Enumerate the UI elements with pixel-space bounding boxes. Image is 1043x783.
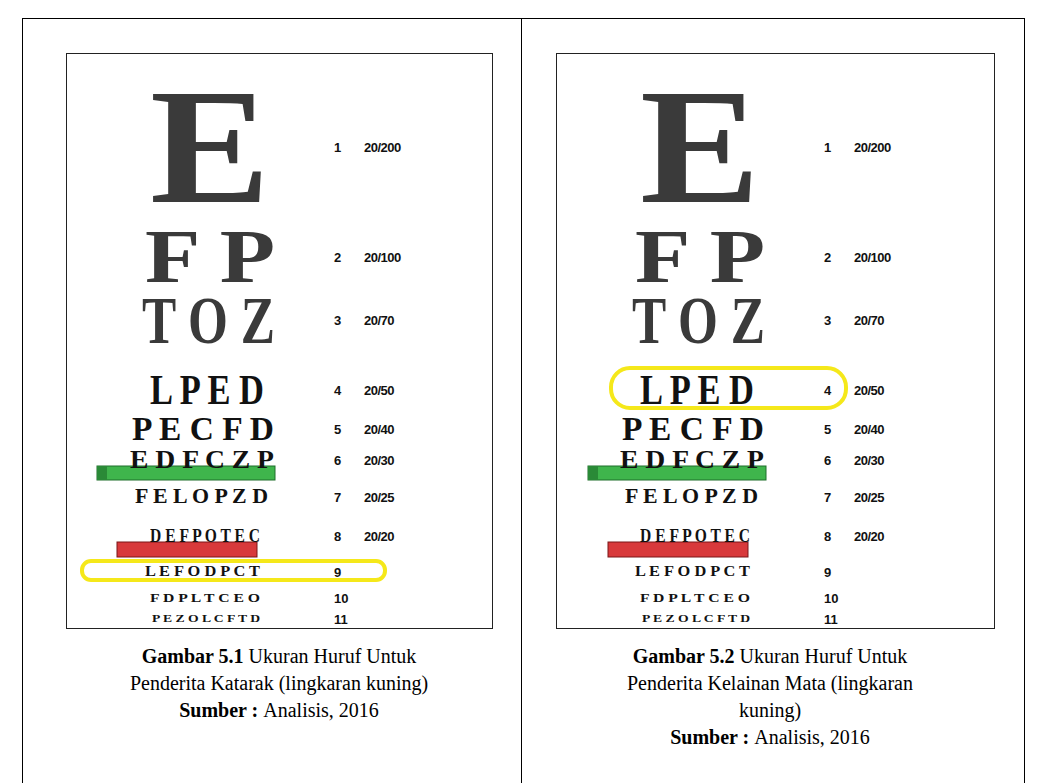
row-number: 6 bbox=[824, 454, 831, 467]
chart-letters: D E F P O T E C bbox=[640, 527, 750, 545]
chart-letters: L E F O D P C T bbox=[145, 565, 260, 579]
source-label: Sumber : bbox=[179, 699, 258, 721]
acuity-value: 20/50 bbox=[364, 384, 394, 397]
row-number: 4 bbox=[334, 384, 341, 397]
chart-letters: F E L O P Z D bbox=[625, 486, 758, 507]
source-line: Sumber :Analisis, 2016 bbox=[605, 724, 935, 751]
chart-letters: E D F C Z P bbox=[130, 447, 274, 473]
row-number: 6 bbox=[334, 454, 341, 467]
acuity-value: 20/25 bbox=[364, 491, 394, 504]
chart-letters: P E C F D bbox=[622, 412, 764, 445]
acuity-value: 20/40 bbox=[364, 423, 394, 436]
green-bar-end bbox=[588, 466, 598, 480]
row-number: 5 bbox=[334, 423, 341, 436]
chart-letters: T O Z bbox=[632, 286, 765, 354]
chart-letters: L E F O D P C T bbox=[635, 565, 750, 579]
row-number: 10 bbox=[824, 592, 838, 605]
figure-caption: Gambar 5.2Ukuran Huruf Untuk Penderita K… bbox=[605, 643, 935, 751]
row-number: 9 bbox=[334, 566, 341, 579]
row-number: 7 bbox=[334, 491, 341, 504]
eye-chart: E 1 20/200 F P 2 20/100 T O Z 3 20/70 L P E D 4 20/… bbox=[66, 53, 493, 629]
figure-cell: Gambar 5.2Ukuran Huruf Untuk Penderita K… bbox=[522, 18, 1025, 783]
chart-letters: L P E D bbox=[640, 369, 754, 411]
chart-letters: E D F C Z P bbox=[620, 447, 764, 473]
acuity-value: 20/100 bbox=[364, 251, 401, 264]
acuity-value: 20/70 bbox=[854, 314, 884, 327]
chart-letters: F E L O P Z D bbox=[135, 486, 268, 507]
acuity-value: 20/200 bbox=[364, 141, 401, 154]
row-number: 7 bbox=[824, 491, 831, 504]
figure-number: Gambar 5.1 bbox=[142, 645, 244, 667]
row-number: 8 bbox=[334, 530, 341, 543]
acuity-value: 20/25 bbox=[854, 491, 884, 504]
chart-letters: F P bbox=[145, 219, 275, 295]
row-number: 3 bbox=[824, 314, 831, 327]
acuity-value: 20/40 bbox=[854, 423, 884, 436]
chart-letters: F D P L T C E O bbox=[150, 592, 260, 604]
source-label: Sumber : bbox=[670, 726, 749, 748]
chart-letters: F P bbox=[635, 219, 765, 295]
row-number: 8 bbox=[824, 530, 831, 543]
chart-letters: P E C F D bbox=[132, 412, 274, 445]
acuity-value: 20/100 bbox=[854, 251, 891, 264]
chart-letters: F D P L T C E O bbox=[640, 592, 750, 604]
source-line: Sumber :Analisis, 2016 bbox=[104, 697, 454, 724]
chart-letters: L P E D bbox=[150, 369, 264, 411]
acuity-value: 20/200 bbox=[854, 141, 891, 154]
row-number: 2 bbox=[824, 251, 831, 264]
row-number: 11 bbox=[824, 613, 838, 626]
row-number: 3 bbox=[334, 314, 341, 327]
row-number: 10 bbox=[334, 592, 348, 605]
source-text: Analisis, 2016 bbox=[754, 726, 870, 748]
row-number: 11 bbox=[334, 613, 348, 626]
eye-chart: E 1 20/200 F P 2 20/100 T O Z 3 20/70 L P E D 4 20/… bbox=[556, 53, 995, 629]
figure-number: Gambar 5.2 bbox=[633, 645, 735, 667]
highlight-ring bbox=[82, 561, 385, 580]
green-bar-end bbox=[97, 466, 107, 480]
acuity-value: 20/30 bbox=[854, 454, 884, 467]
row-number: 1 bbox=[334, 141, 341, 154]
figure-caption: Gambar 5.1Ukuran Huruf Untuk Penderita K… bbox=[104, 643, 454, 724]
chart-letters: T O Z bbox=[142, 286, 275, 354]
row-number: 1 bbox=[824, 141, 831, 154]
row-number: 2 bbox=[334, 251, 341, 264]
source-text: Analisis, 2016 bbox=[263, 699, 379, 721]
acuity-value: 20/70 bbox=[364, 314, 394, 327]
chart-letters: P E Z O L C F T D bbox=[152, 614, 260, 625]
chart-letters: D E F P O T E C bbox=[150, 527, 260, 545]
caption-line: Gambar 5.1Ukuran Huruf Untuk Penderita K… bbox=[104, 643, 454, 697]
figure-cell: Gambar 5.1Ukuran Huruf Untuk Penderita K… bbox=[22, 18, 522, 783]
row-number: 9 bbox=[824, 566, 831, 579]
acuity-value: 20/20 bbox=[364, 530, 394, 543]
chart-letters: E bbox=[640, 63, 760, 229]
acuity-value: 20/50 bbox=[854, 384, 884, 397]
caption-line: Gambar 5.2Ukuran Huruf Untuk Penderita K… bbox=[605, 643, 935, 724]
acuity-value: 20/30 bbox=[364, 454, 394, 467]
acuity-value: 20/20 bbox=[854, 530, 884, 543]
row-number: 5 bbox=[824, 423, 831, 436]
chart-letters: E bbox=[150, 63, 270, 229]
row-number: 4 bbox=[824, 384, 831, 397]
chart-letters: P E Z O L C F T D bbox=[642, 614, 750, 625]
